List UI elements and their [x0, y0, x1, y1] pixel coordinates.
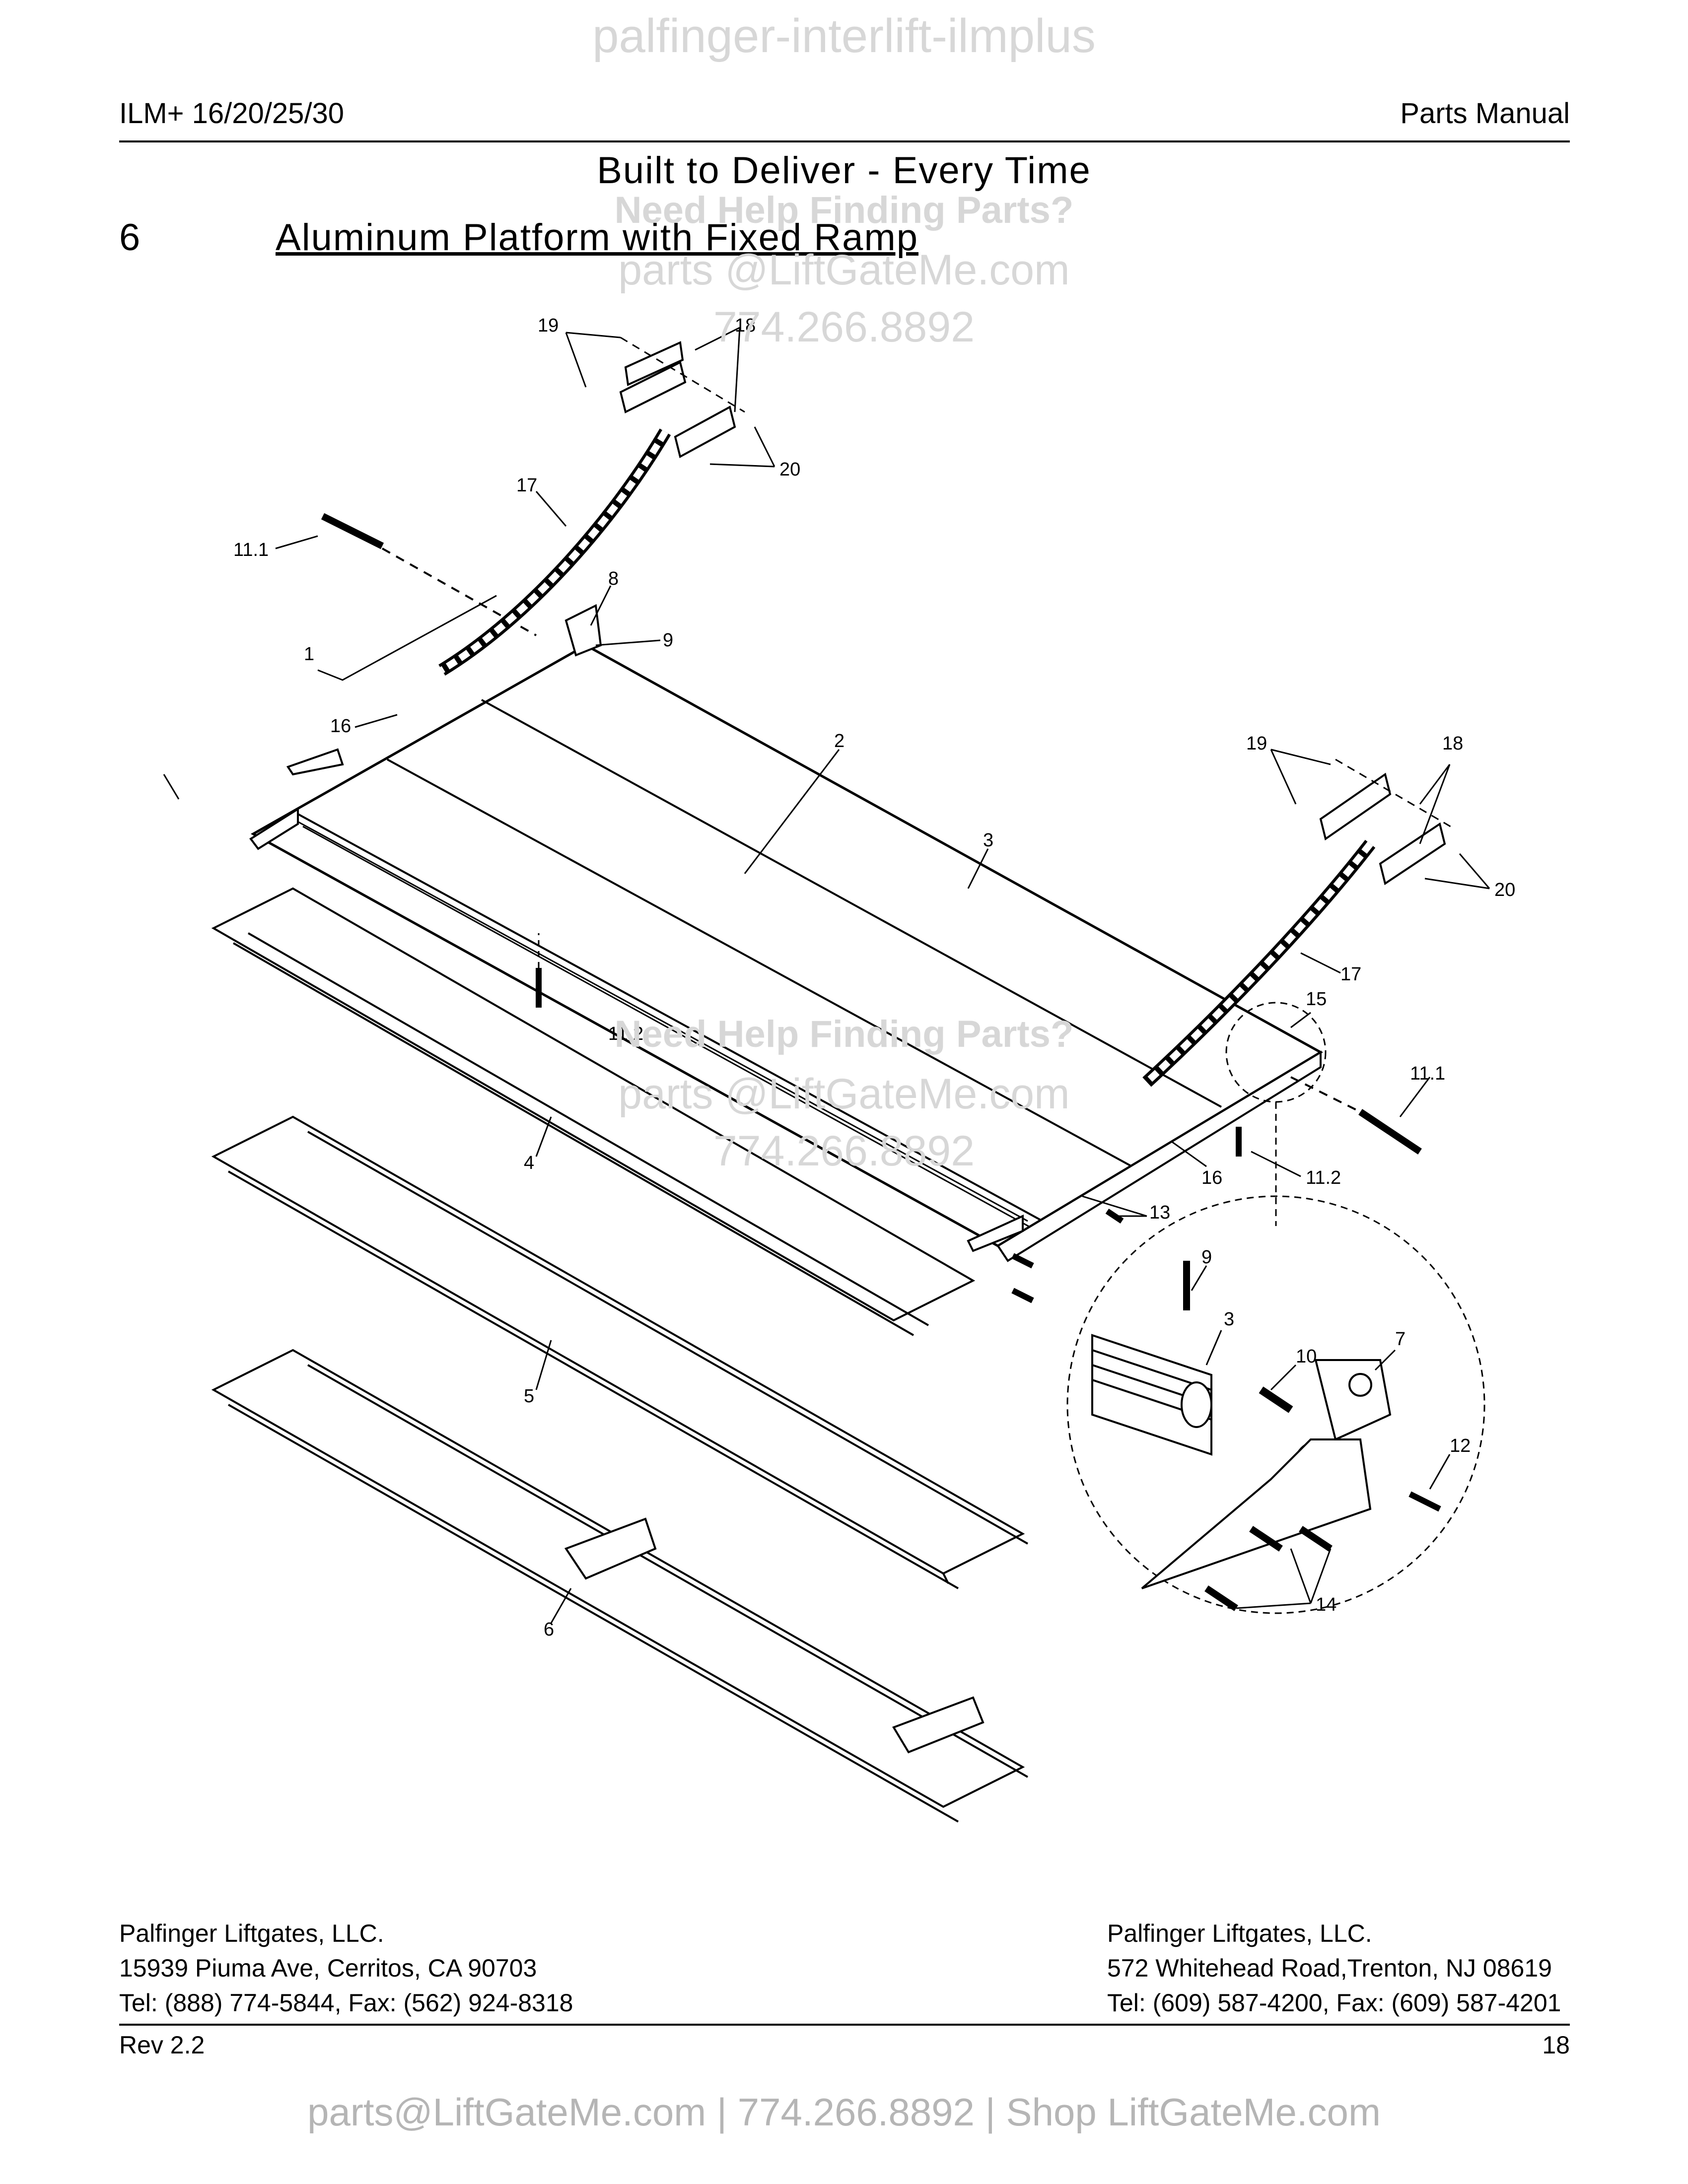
watermark-phone-top: 774.266.8892	[713, 303, 975, 351]
callout-11-2-right: 11.2	[1306, 1167, 1341, 1188]
footer-page-number: 18	[1542, 2031, 1570, 2059]
section-number: 6	[119, 216, 141, 259]
callout-9-top: 9	[663, 630, 673, 651]
footer-right-phone: Tel: (609) 587-4200, Fax: (609) 587-4201	[1107, 1989, 1561, 2017]
footer-left-address: 15939 Piuma Ave, Cerritos, CA 90703	[119, 1954, 537, 1982]
callout-8: 8	[608, 568, 619, 589]
callout-11-1-left: 11.1	[233, 540, 269, 560]
callout-17-top: 17	[516, 475, 537, 496]
callout-4: 4	[524, 1153, 534, 1173]
section-title: Aluminum Platform with Fixed Ramp	[276, 216, 919, 259]
callout-12: 12	[1450, 1435, 1471, 1456]
watermark-source: palfinger-interlift-ilmplus	[592, 9, 1096, 63]
ramp-extrusion-6	[211, 1349, 1028, 1823]
callout-11-2-left: 11.2	[608, 1024, 643, 1044]
callout-20-right: 20	[1494, 880, 1515, 900]
callout-6: 6	[544, 1619, 554, 1640]
footer-left: Palfinger Liftgates, LLC. 15939 Piuma Av…	[119, 1916, 573, 2020]
callout-3-detail: 3	[1224, 1309, 1234, 1330]
callout-19-right: 19	[1246, 733, 1267, 754]
callout-16-left: 16	[330, 716, 351, 737]
detail-hinge-view	[1091, 1261, 1441, 1611]
callout-18-right: 18	[1442, 733, 1463, 754]
bottom-contact-line: parts@LiftGateMe.com | 774.266.8892 | Sh…	[307, 2090, 1381, 2134]
ramp-extrusion-5	[211, 1115, 1028, 1589]
callout-5: 5	[524, 1386, 534, 1407]
callout-leaders	[163, 327, 1490, 1624]
callout-15: 15	[1306, 989, 1327, 1010]
callout-7: 7	[1395, 1329, 1406, 1350]
watermark-help-heading-top: Need Help Finding Parts?	[614, 189, 1074, 231]
callout-18-top: 18	[735, 315, 756, 336]
header-model: ILM+ 16/20/25/30	[119, 97, 345, 130]
callout-11-1-right: 11.1	[1410, 1063, 1445, 1084]
footer-right: Palfinger Liftgates, LLC. 572 Whitehead …	[1107, 1916, 1561, 2020]
watermark-email-top: parts @LiftGateMe.com	[618, 246, 1070, 294]
footer-right-address: 572 Whitehead Road,Trenton, NJ 08619	[1107, 1954, 1552, 1982]
callout-20-top: 20	[779, 459, 800, 480]
callout-1: 1	[304, 644, 314, 665]
callout-3-top: 3	[983, 830, 993, 851]
footer-revision: Rev 2.2	[119, 2031, 205, 2059]
watermark-phone-mid: 774.266.8892	[713, 1127, 975, 1175]
watermark-help-heading-mid: Need Help Finding Parts?	[614, 1013, 1074, 1055]
callout-14: 14	[1316, 1594, 1336, 1615]
callout-19-top: 19	[538, 315, 559, 336]
footer-right-company: Palfinger Liftgates, LLC.	[1107, 1919, 1372, 1947]
footer-rule	[119, 2024, 1570, 2026]
platform-frame	[249, 604, 1324, 1262]
callout-10: 10	[1296, 1346, 1317, 1367]
header-doc-type: Parts Manual	[1400, 97, 1570, 130]
watermark-email-mid: parts @LiftGateMe.com	[618, 1070, 1070, 1118]
footer-left-phone: Tel: (888) 774-5844, Fax: (562) 924-8318	[119, 1989, 573, 2017]
callout-13: 13	[1149, 1202, 1170, 1223]
callout-17-right: 17	[1340, 964, 1361, 985]
callout-16-right: 16	[1201, 1167, 1222, 1188]
callout-9-detail: 9	[1201, 1247, 1212, 1268]
detail-circle	[1066, 1195, 1485, 1614]
callout-2: 2	[834, 731, 844, 751]
tagline: Built to Deliver - Every Time	[597, 149, 1091, 192]
callout-labels: 19 18 20 17 11.1 8 9 1 16 2 3 19 18 20 1…	[233, 315, 1515, 1640]
ramp-extrusion-4	[211, 887, 976, 1336]
header-rule	[119, 140, 1570, 142]
footer-left-company: Palfinger Liftgates, LLC.	[119, 1919, 384, 1947]
